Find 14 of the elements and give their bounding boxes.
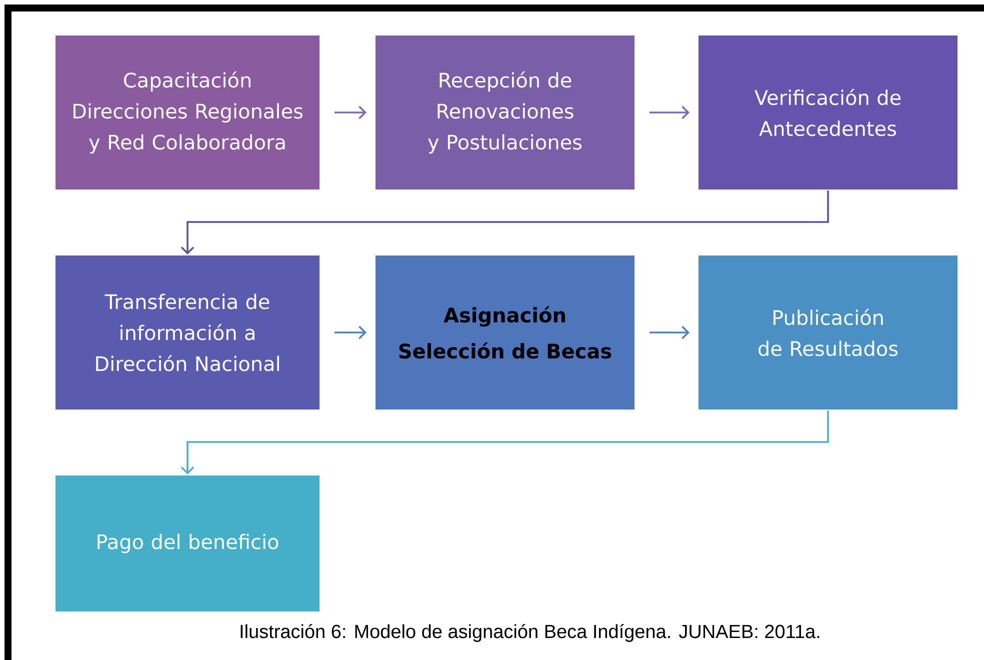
process-box: Capacitación Direcciones Regionales y Red Colaboradora	[54, 34, 320, 190]
process-box: Publicación de Resultados	[698, 254, 958, 410]
arrow	[180, 410, 829, 474]
process-box: Recepción de Renovaciones y Postulaciones	[374, 34, 636, 190]
arrow	[650, 106, 690, 120]
arrow	[650, 326, 690, 340]
caption: Ilustración 6: Modelo de asignación Beca Indígena. JUNAEB: 2011a.	[240, 624, 820, 642]
arrow	[180, 190, 829, 254]
arrow	[334, 326, 366, 340]
process-box: Pago del beneficio	[54, 474, 320, 612]
process-box: Verificación de Antecedentes	[698, 34, 958, 190]
process-box: Transferencia de información a Dirección Nacional	[54, 254, 320, 410]
process-box: Asignación Selección de Becas	[374, 254, 636, 410]
arrow	[334, 106, 366, 120]
